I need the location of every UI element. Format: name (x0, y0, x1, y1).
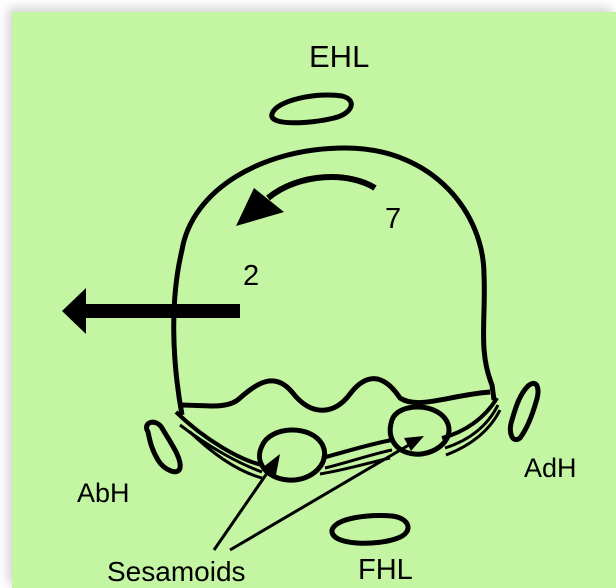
medial-sesamoid (260, 430, 325, 480)
plantar-condyle-contour (178, 379, 490, 411)
abh-label: AbH (77, 480, 130, 507)
lateral-sesamoid (390, 407, 449, 454)
translation-arrow-shaft (80, 304, 240, 318)
fhl-tendon (332, 516, 408, 544)
translation-value-label: 2 (243, 262, 259, 291)
translation-arrow-head (62, 288, 86, 334)
adh-tendon (510, 383, 538, 439)
adh-label: AdH (524, 455, 577, 482)
sesamoid-pointer-lateral-head (404, 436, 424, 451)
abh-tendon (147, 422, 181, 471)
fhl-label: FHL (358, 556, 413, 585)
ehl-label: EHL (309, 41, 369, 72)
rotation-arrow-shaft (268, 177, 375, 198)
rotation-value-label: 7 (385, 205, 401, 234)
sesamoids-label: Sesamoids (107, 558, 246, 586)
sesamoid-pointer-medial-line (214, 466, 272, 550)
metatarsal-head-outline (174, 148, 494, 415)
ehl-tendon (272, 95, 352, 123)
